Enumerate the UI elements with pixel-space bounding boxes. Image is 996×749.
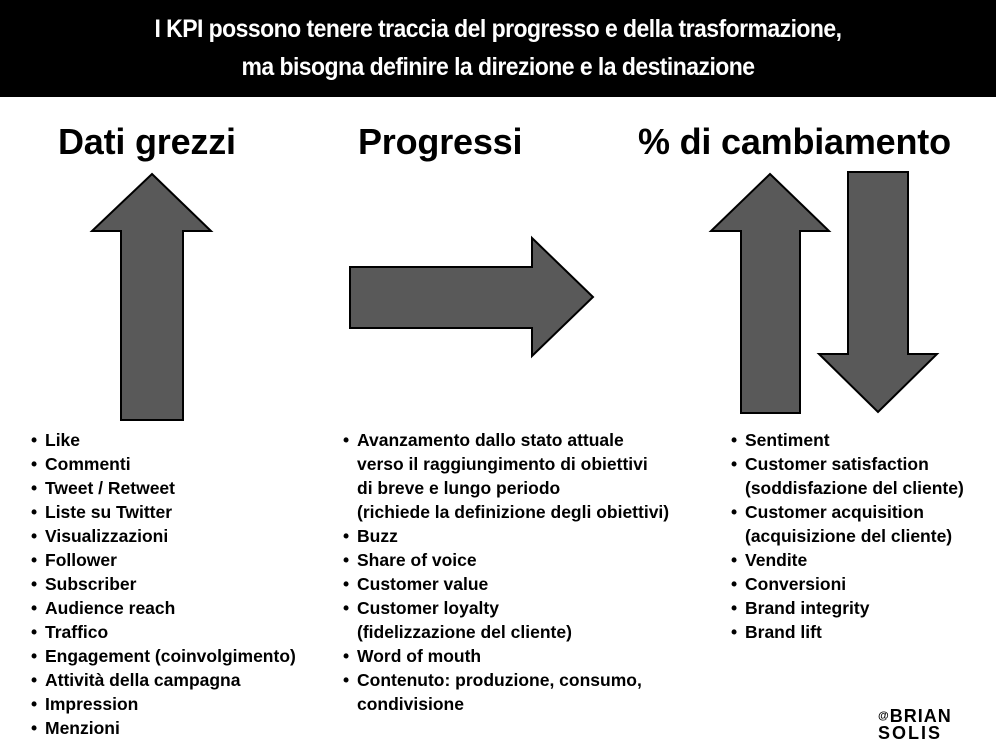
list-item: Customer loyalty (fidelizzazione del clie… [343, 596, 669, 644]
progress-list: Avanzamento dallo stato attuale verso il … [343, 428, 669, 716]
list-item: Buzz [343, 524, 669, 548]
list-item-line: Conversioni [745, 574, 847, 594]
logo-line-2: SOLIS [878, 723, 943, 743]
header-line-2: ma bisogna definire la direzione e la de… [241, 53, 755, 81]
list-item: Menzioni [31, 716, 296, 740]
list-item-line: Commenti [45, 454, 131, 474]
list-item: Attività della campagna [31, 668, 296, 692]
list-item: Like [31, 428, 296, 452]
list-item-line: Audience reach [45, 598, 176, 618]
list-item-line: Follower [45, 550, 117, 570]
list-item: Word of mouth [343, 644, 669, 668]
list-item-line: di breve e lungo periodo [357, 478, 561, 498]
list-item: Customer satisfaction (soddisfazione del … [731, 452, 964, 500]
list-item: Share of voice [343, 548, 669, 572]
list-item-line: Customer loyalty [357, 598, 499, 618]
list-item: Follower [31, 548, 296, 572]
raw-data-list: LikeCommentiTweet / RetweetListe su Twit… [31, 428, 296, 740]
right-arrow-icon [349, 235, 595, 359]
list-item-line: Customer value [357, 574, 489, 594]
list-item-line: condivisione [357, 694, 464, 714]
list-item: Avanzamento dallo stato attuale verso il … [343, 428, 669, 524]
list-item-line: Traffico [45, 622, 109, 642]
list-item-line: (soddisfazione del cliente) [745, 478, 964, 498]
list-item: Impression [31, 692, 296, 716]
list-item-line: Customer satisfaction [745, 454, 929, 474]
list-item-line: verso il raggiungimento di obiettivi [357, 454, 648, 474]
list-item: Subscriber [31, 572, 296, 596]
list-item-line: Buzz [357, 526, 398, 546]
list-item-line: Impression [45, 694, 139, 714]
list-item-line: (acquisizione del cliente) [745, 526, 953, 546]
list-item-line: Like [45, 430, 81, 450]
list-item-line: Menzioni [45, 718, 120, 738]
list-item: Contenuto: produzione, consumo, condivisi… [343, 668, 669, 716]
list-item: Engagement (coinvolgimento) [31, 644, 296, 668]
list-item-line: (richiede la definizione degli obiettivi… [357, 502, 670, 522]
up-arrow-icon [89, 172, 214, 421]
list-item: Customer acquisition (acquisizione del cl… [731, 500, 964, 548]
up-arrow-icon [708, 172, 832, 414]
list-item: Commenti [31, 452, 296, 476]
list-item-line: Visualizzazioni [45, 526, 169, 546]
list-item-line: Avanzamento dallo stato attuale [357, 430, 624, 450]
brian-solis-logo: @BRIAN SOLIS [878, 706, 968, 746]
column-title-change: % di cambiamento [638, 121, 951, 162]
list-item-line: Sentiment [745, 430, 830, 450]
list-item: Audience reach [31, 596, 296, 620]
list-item: Sentiment [731, 428, 964, 452]
list-item-line: Subscriber [45, 574, 137, 594]
change-list: SentimentCustomer satisfaction (soddisfaz… [731, 428, 964, 644]
logo-line-1: BRIAN [889, 706, 952, 726]
list-item: Brand lift [731, 620, 964, 644]
list-item: Conversioni [731, 572, 964, 596]
list-item: Liste su Twitter [31, 500, 296, 524]
list-item-line: Liste su Twitter [45, 502, 173, 522]
list-item-line: Vendite [745, 550, 808, 570]
list-item-line: Brand integrity [745, 598, 870, 618]
list-item: Vendite [731, 548, 964, 572]
list-item-line: Attività della campagna [45, 670, 241, 690]
list-item: Visualizzazioni [31, 524, 296, 548]
list-item-line: Customer acquisition [745, 502, 924, 522]
list-item-line: Tweet / Retweet [45, 478, 175, 498]
logo-at: @ [878, 710, 890, 722]
header-banner: I KPI possono tenere traccia del progres… [0, 0, 996, 97]
list-item: Traffico [31, 620, 296, 644]
header-line-1: I KPI possono tenere traccia del progres… [154, 15, 842, 43]
list-item-line: Word of mouth [357, 646, 482, 666]
list-item-line: Brand lift [745, 622, 822, 642]
column-title-raw-data: Dati grezzi [58, 121, 236, 162]
list-item: Tweet / Retweet [31, 476, 296, 500]
list-item-line: (fidelizzazione del cliente) [357, 622, 572, 642]
list-item-line: Engagement (coinvolgimento) [45, 646, 296, 666]
column-title-progress: Progressi [358, 121, 523, 162]
list-item-line: Contenuto: produzione, consumo, [357, 670, 642, 690]
list-item-line: Share of voice [357, 550, 477, 570]
list-item: Brand integrity [731, 596, 964, 620]
list-item: Customer value [343, 572, 669, 596]
down-arrow-icon [816, 171, 940, 414]
